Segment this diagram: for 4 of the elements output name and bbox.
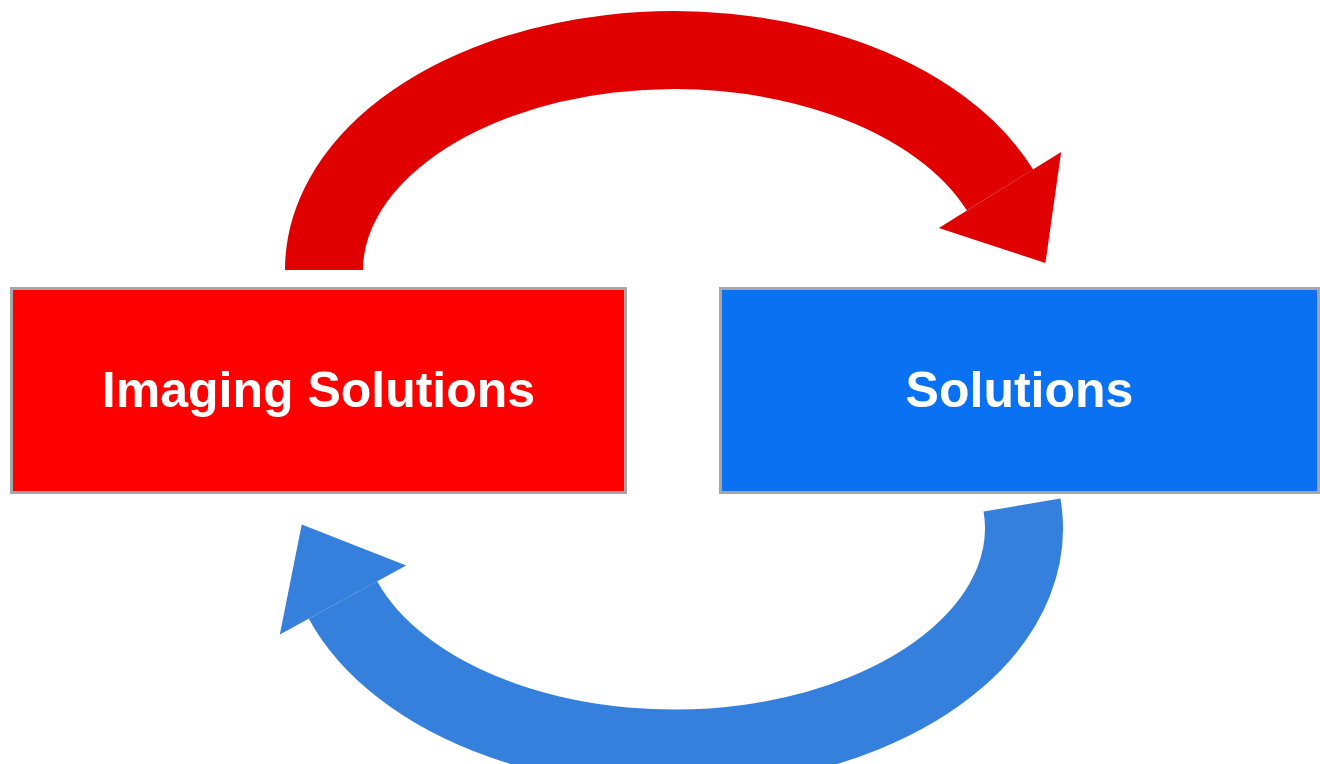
box-label: Solutions <box>905 361 1134 420</box>
box-label: Imaging Solutions <box>101 361 536 420</box>
process-box <box>10 287 627 494</box>
process-box <box>719 287 1320 494</box>
